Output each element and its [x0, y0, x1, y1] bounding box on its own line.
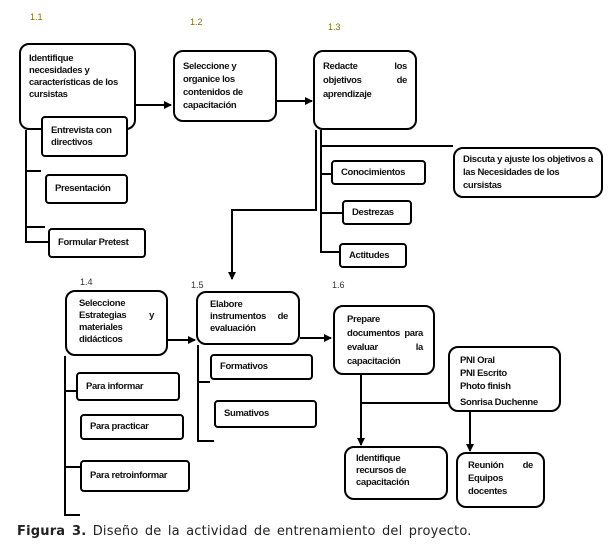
- caption-text: Diseño de la actividad de entrenamiento …: [86, 524, 472, 539]
- figure-caption: Figura 3. Diseño de la actividad de entr…: [17, 524, 472, 539]
- substep-presentacion: Presentación: [45, 174, 128, 204]
- substep-para-retroinformar: Para retroinformar: [80, 460, 190, 492]
- step-box-1-1: Identifique necesidades y característica…: [19, 43, 136, 130]
- substep-pni-list: PNI Oral PNI Escrito Photo finish Sonris…: [448, 346, 561, 412]
- substep-reunion: Reunión de Equipos docentes: [456, 452, 545, 508]
- step-box-1-6: Prepare documentos para evaluar la capac…: [333, 305, 435, 375]
- step-box-1-4: Seleccione Estrategias y materiales didá…: [65, 290, 168, 356]
- step-number-1-4: 1.4: [80, 277, 93, 287]
- substep-discuta: Discuta y ajuste los objetivos a las Nec…: [453, 147, 603, 198]
- step-number-1-6: 1.6: [332, 280, 345, 290]
- substep-sumativos: Sumativos: [214, 400, 317, 428]
- substep-entrevista: Entrevista con directivos: [41, 116, 128, 157]
- branch-1-1: [25, 130, 48, 243]
- step-box-1-2: Seleccione y organice los contenidos de …: [173, 50, 277, 122]
- arrow-1-3-to-1-5: [228, 130, 317, 280]
- substep-formativos: Formativos: [210, 354, 313, 380]
- step-number-1-5: 1.5: [191, 280, 204, 290]
- branch-1-5: [197, 345, 214, 442]
- substep-recursos: Identifique recursos de capacitación: [344, 446, 448, 500]
- branch-1-4: [64, 356, 80, 516]
- substep-actitudes: Actitudes: [339, 243, 407, 268]
- branch-1-3: [320, 130, 342, 253]
- pni-item: Photo finish: [460, 381, 511, 392]
- substep-para-practicar: Para practicar: [80, 414, 184, 440]
- step-box-1-5: Elabore instrumentos de evaluación: [196, 291, 300, 345]
- pni-item: PNI Escrito: [460, 368, 507, 379]
- caption-label: Figura 3.: [17, 524, 87, 539]
- substep-destrezas: Destrezas: [342, 200, 412, 225]
- step-number-1-3: 1.3: [328, 22, 341, 32]
- step-number-1-1: 1.1: [30, 12, 43, 22]
- substep-para-informar: Para informar: [76, 372, 180, 401]
- substep-pretest: Formular Pretest: [48, 228, 146, 258]
- substep-conocimientos: Conocimientos: [331, 160, 426, 185]
- step-number-1-2: 1.2: [190, 17, 203, 27]
- pni-item: Sonrisa Duchenne: [460, 397, 538, 408]
- step-box-1-3: Redacte los objetivos de aprendizaje: [313, 50, 417, 130]
- pni-item: PNI Oral: [460, 355, 495, 366]
